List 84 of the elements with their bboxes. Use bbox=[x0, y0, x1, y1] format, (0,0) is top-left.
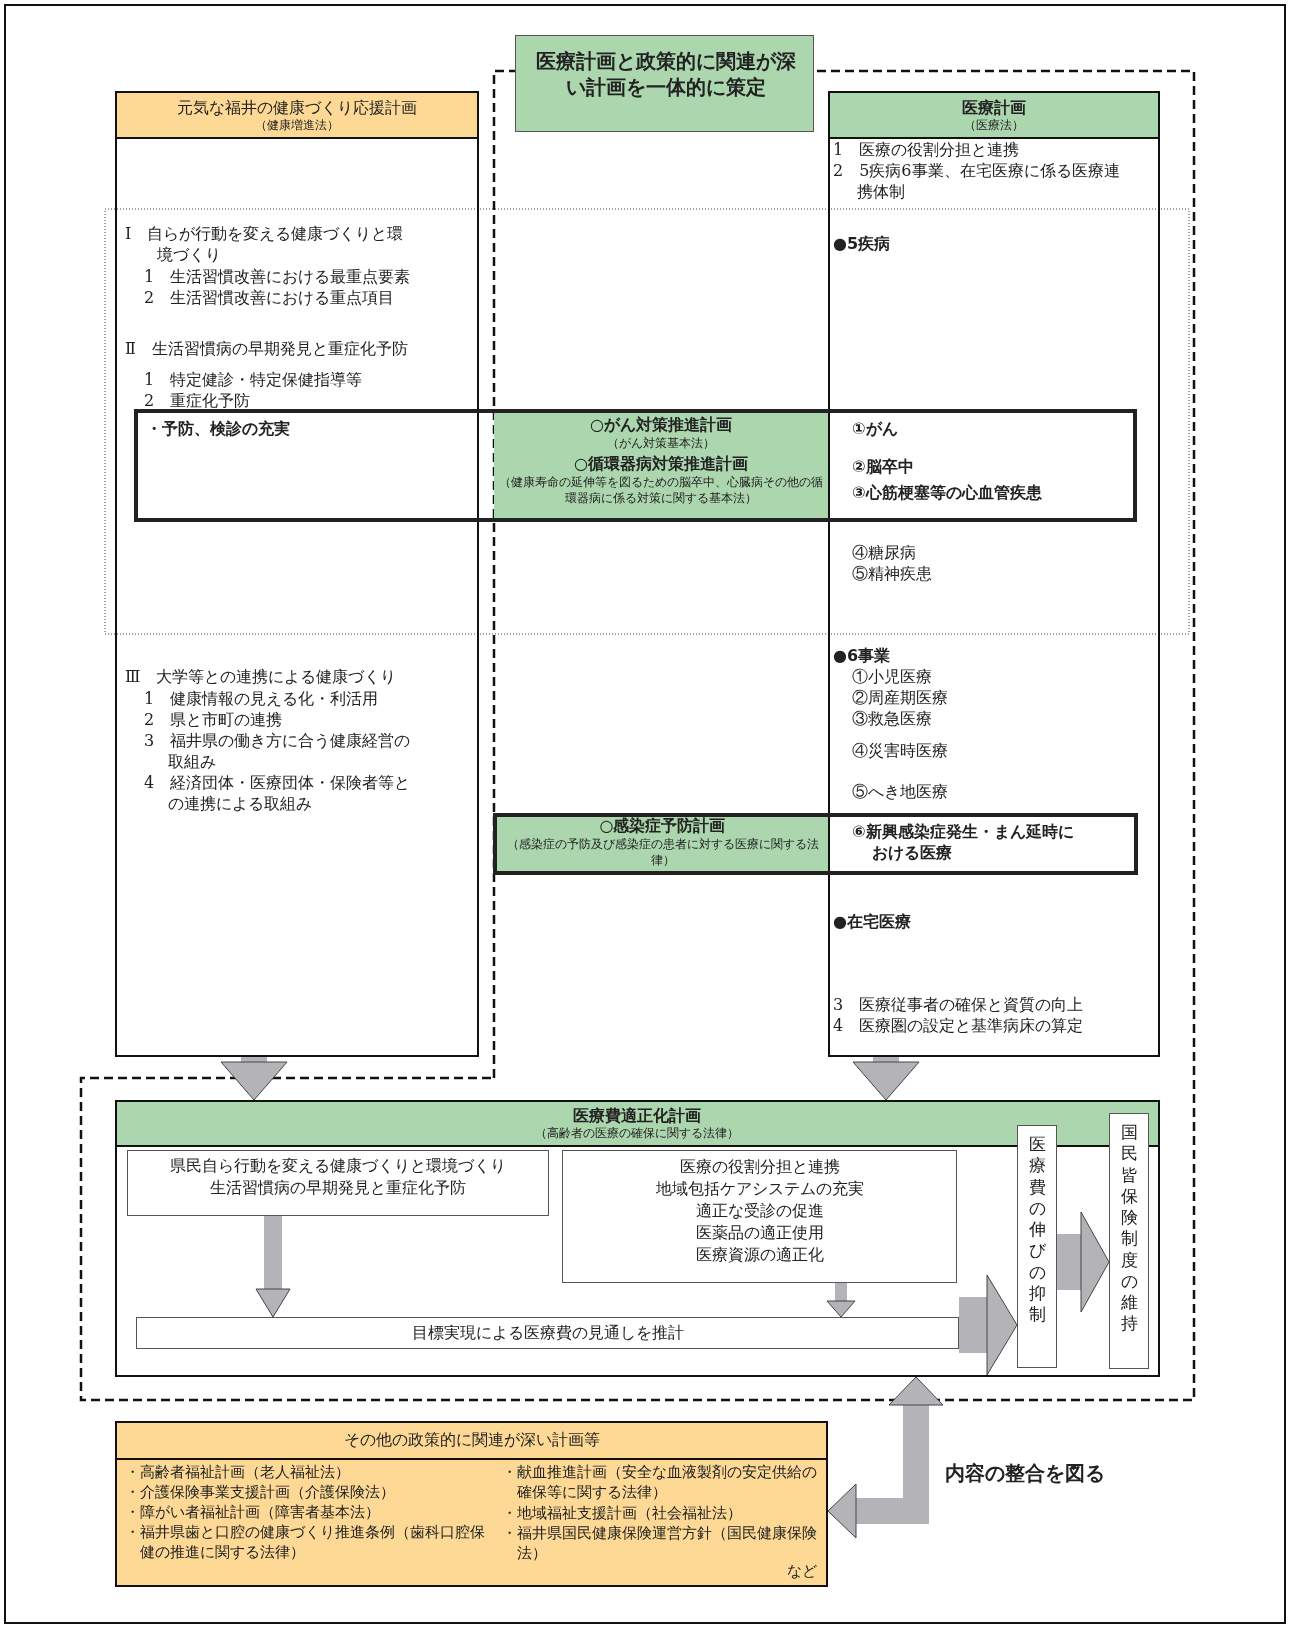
list-item: ・福井県国民健康保険運営方針（国民健康保険法） bbox=[502, 1524, 818, 1563]
category-heading: ●在宅医療 bbox=[833, 912, 912, 933]
list-item: 2 5疾病6事業、在宅医療に係る医療連携体制 bbox=[833, 161, 1120, 203]
block-arrow bbox=[852, 1057, 920, 1101]
plan-panel bbox=[115, 1100, 1160, 1377]
list-item: ③心筋梗塞等の心血管疾患 bbox=[852, 483, 1043, 504]
process-box bbox=[127, 1150, 549, 1216]
list-item: 2 重症化予防 bbox=[144, 391, 252, 412]
list-item: ・介護保険事業支援計画（介護保険法） bbox=[125, 1483, 396, 1503]
list-item: 2 県と市町の連携 bbox=[144, 710, 284, 731]
box-text: 医療資源の適正化 bbox=[694, 1245, 825, 1266]
outcome-box bbox=[1109, 1113, 1149, 1369]
law-note: （がん対策基本法） bbox=[606, 436, 716, 452]
list-item: 2 生活習慣改善における重点項目 bbox=[144, 288, 396, 309]
plan-list-panel bbox=[115, 1421, 828, 1587]
category-heading: ●6事業 bbox=[833, 646, 892, 667]
plan-column bbox=[828, 91, 1160, 1057]
list-item: ③救急医療 bbox=[852, 709, 933, 730]
edge-label: 内容の整合を図る bbox=[945, 1460, 1105, 1486]
column-heading: 元気な福井の健康づくり応援計画 bbox=[176, 98, 418, 119]
list-item: ⑤精神疾患 bbox=[852, 564, 933, 585]
law-note: （高齢者の医療の確保に関する法律） bbox=[534, 1126, 740, 1142]
process-box bbox=[562, 1150, 957, 1283]
section-heading: Ⅱ 生活習慣病の早期発見と重症化予防 bbox=[125, 339, 409, 360]
box-text: 医療の役割分担と連携 bbox=[678, 1157, 841, 1178]
note-text: など bbox=[786, 1562, 817, 1582]
list-item: ⑤へき地医療 bbox=[852, 782, 949, 803]
highlight-frame bbox=[493, 813, 1138, 875]
list-item: ・高齢者福祉計画（老人福祉法） bbox=[125, 1463, 351, 1483]
highlight-frame bbox=[134, 409, 1137, 522]
law-note: （感染症の予防及び感染症の患者に対する医療に関する法律） bbox=[505, 837, 820, 869]
process-box bbox=[136, 1317, 959, 1349]
panel-heading: その他の政策的に関連が深い計画等 bbox=[342, 1430, 601, 1451]
heading-text: 医療計画と政策的に関連が深い計画を一体的に策定 bbox=[534, 48, 797, 100]
panel-heading: 医療費適正化計画 bbox=[572, 1106, 702, 1127]
section-heading: Ⅲ 大学等との連携による健康づくり bbox=[125, 667, 398, 688]
plan-name: ○感染症予防計画 bbox=[598, 816, 727, 837]
list-item: ・障がい者福祉計画（障害者基本法） bbox=[125, 1503, 381, 1523]
law-note: （医療法） bbox=[963, 118, 1025, 134]
box-text: 生活習慣病の早期発見と重症化予防 bbox=[209, 1178, 467, 1199]
law-note: （健康寿命の延伸等を図るための脳卒中、心臓病その他の循環器病に係る対策に関する基本法） bbox=[498, 475, 824, 507]
list-item: ②周産期医療 bbox=[852, 688, 949, 709]
list-item: ・福井県歯と口腔の健康づくり推進条例（歯科口腔保健の推進に関する法律） bbox=[125, 1523, 485, 1562]
list-item: ①小児医療 bbox=[852, 667, 933, 688]
list-item: 1 生活習慣改善における最重点要素 bbox=[144, 267, 412, 288]
plan-cell bbox=[497, 817, 828, 871]
heading-box bbox=[515, 35, 814, 132]
list-item: ・予防、検診の充実 bbox=[146, 419, 291, 440]
box-text: 地域包括ケアシステムの充実 bbox=[654, 1179, 865, 1200]
box-text: 医薬品の適正使用 bbox=[694, 1223, 825, 1244]
plan-cell bbox=[494, 413, 828, 518]
block-arrow bbox=[826, 1283, 856, 1318]
list-item: 1 特定健診・特定保健指導等 bbox=[144, 370, 364, 391]
list-item: 3 福井県の働き方に合う健康経営の取組み bbox=[144, 731, 412, 773]
block-arrow bbox=[959, 1274, 1018, 1376]
block-arrow bbox=[827, 1376, 944, 1539]
law-note: （健康増進法） bbox=[254, 118, 340, 134]
list-item: 4 経済団体・医療団体・保険者等との連携による取組み bbox=[144, 773, 412, 815]
list-item: ・献血推進計画（安全な血液製剤の安定供給の確保等に関する法律） bbox=[502, 1463, 818, 1502]
plan-name: ○循環器病対策推進計画 bbox=[573, 454, 749, 475]
block-arrow bbox=[1057, 1211, 1110, 1313]
list-item: 1 健康情報の見える化・利活用 bbox=[144, 689, 380, 710]
list-item: ①がん bbox=[852, 419, 899, 440]
list-item: ⑥新興感染症発生・まん延時における医療 bbox=[852, 822, 1074, 864]
box-text: 目標実現による医療費の見通しを推計 bbox=[410, 1323, 685, 1344]
list-item: 1 医療の役割分担と連携 bbox=[833, 140, 1021, 161]
outcome-box bbox=[1017, 1125, 1057, 1368]
block-arrow bbox=[220, 1057, 288, 1101]
list-item: 3 医療従事者の確保と資質の向上 bbox=[833, 995, 1085, 1016]
box-text: 適正な受診の促進 bbox=[694, 1201, 825, 1222]
section-heading: Ⅰ 自らが行動を変える健康づくりと環境づくり bbox=[125, 224, 405, 266]
list-item: ④糖尿病 bbox=[852, 543, 917, 564]
column-heading: 医療計画 bbox=[961, 98, 1027, 119]
box-text: 県民自ら行動を変える健康づくりと環境づくり bbox=[169, 1156, 507, 1177]
list-item: 4 医療圏の設定と基準病床の算定 bbox=[833, 1016, 1085, 1037]
plan-column bbox=[115, 91, 479, 1057]
block-arrow bbox=[255, 1216, 291, 1318]
box-text: 医療費の伸びの抑制 bbox=[1028, 1134, 1047, 1326]
list-item: ④災害時医療 bbox=[852, 741, 949, 762]
plan-name: ○がん対策推進計画 bbox=[589, 415, 733, 436]
list-item: ・地域福祉支援計画（社会福祉法） bbox=[502, 1504, 743, 1524]
list-item: ②脳卒中 bbox=[852, 457, 915, 478]
box-text: 国民皆保険制度の維持 bbox=[1120, 1122, 1139, 1335]
category-heading: ●5疾病 bbox=[833, 234, 892, 255]
